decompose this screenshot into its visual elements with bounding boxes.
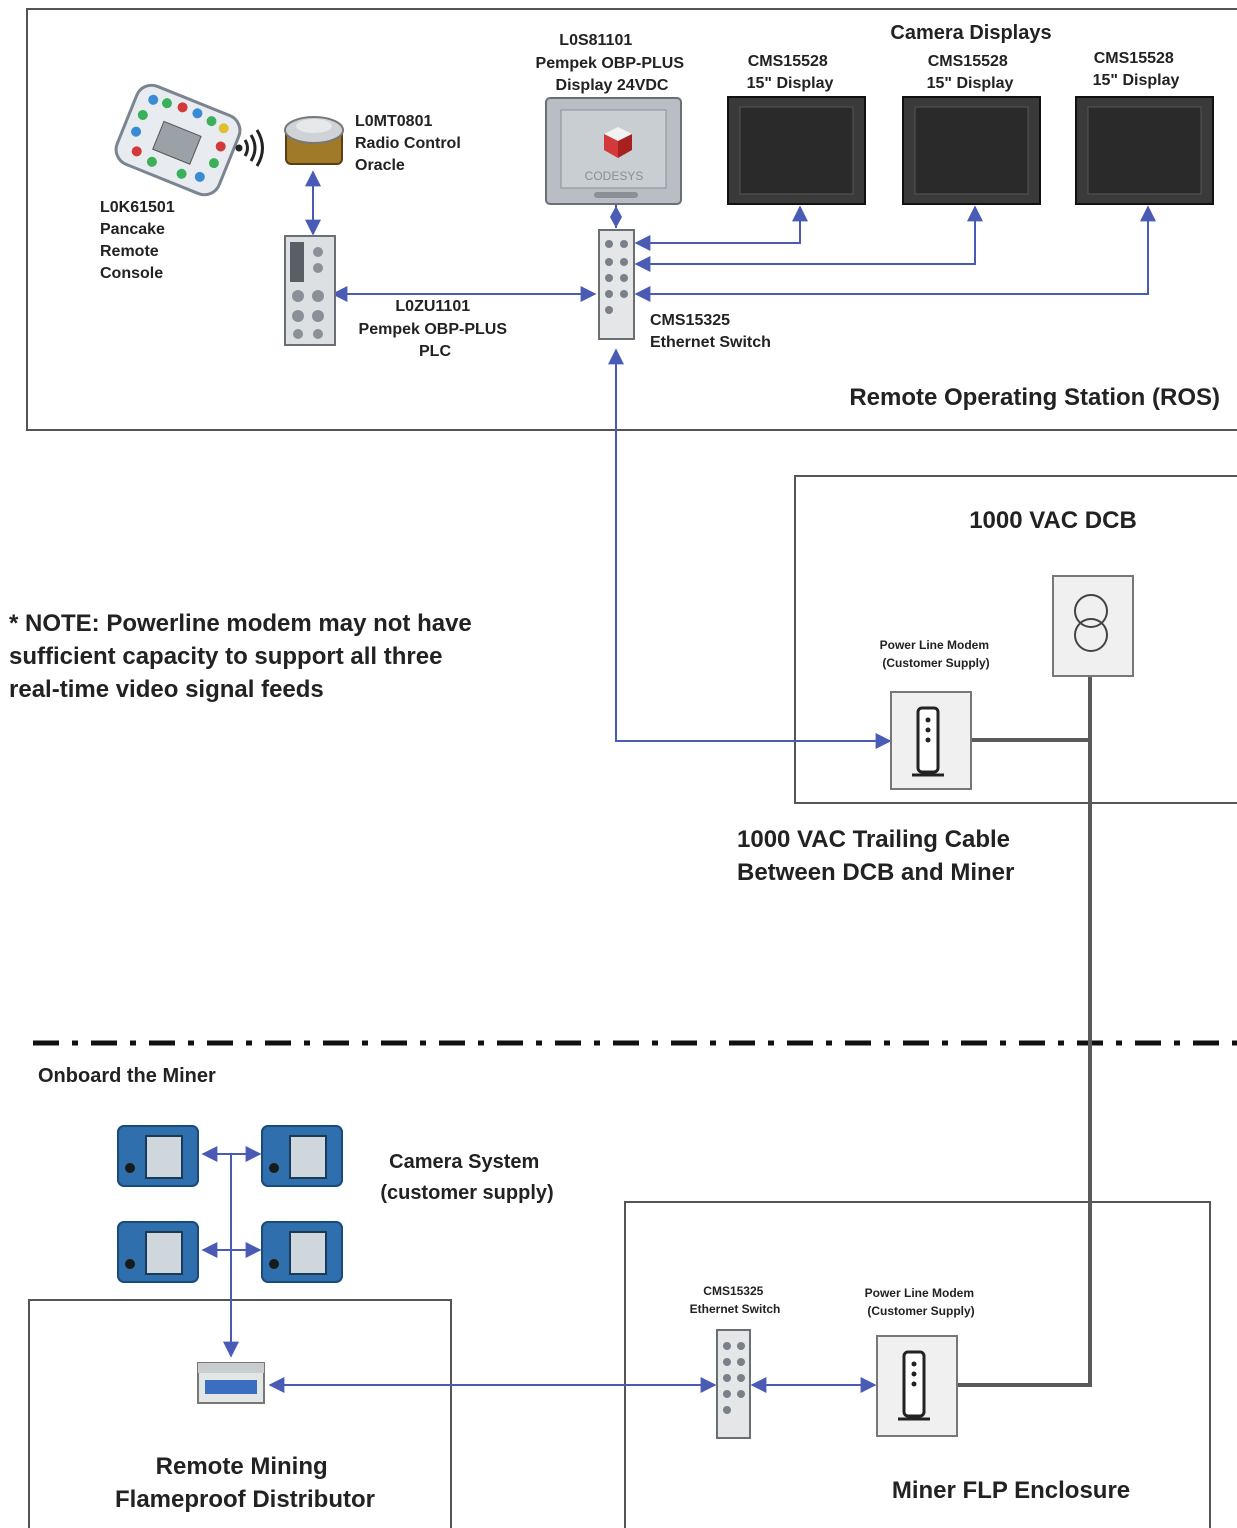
- link-switch-display2: [634, 205, 983, 272]
- camera-displays-heading: Camera Displays: [890, 22, 1051, 44]
- camera-display-2-icon: [902, 96, 1041, 205]
- trailing-cable-label: 1000 VAC Trailing Cable Between DCB and …: [737, 826, 1017, 886]
- camera-1-icon: [117, 1125, 199, 1187]
- camera-display-1-icon: [727, 96, 866, 205]
- radio-waves-icon: [235, 129, 264, 167]
- ros-switch-label: CMS15325 Ethernet Switch: [650, 312, 771, 351]
- link-switch-dcb-modem: [608, 348, 892, 749]
- obp-display-icon: CODESYS: [545, 97, 682, 205]
- camera-4-icon: [261, 1221, 343, 1283]
- console-label: L0K61501 Pancake Remote Console: [100, 199, 179, 282]
- link-switch-display3: [634, 205, 1156, 302]
- camera-display-3-icon: [1075, 96, 1214, 205]
- camera-system-label: Camera System (customer supply): [380, 1151, 553, 1204]
- plc-label: L0ZU1101 Pempek OBP-PLUS PLC: [359, 298, 512, 360]
- camera-2-icon: [261, 1125, 343, 1187]
- flp-section-title: Miner FLP Enclosure: [892, 1477, 1130, 1504]
- display-label: L0S81101 Pempek OBP-PLUS Display 24VDC: [536, 32, 689, 94]
- miner-modem-label: Power Line Modem (Customer Supply): [865, 1286, 978, 1318]
- plc-icon: [284, 235, 336, 346]
- dcb-modem-label: Power Line Modem (Customer Supply): [880, 638, 993, 670]
- onboard-section-title: Onboard the Miner: [38, 1065, 216, 1087]
- distributor-section-box: [28, 1299, 452, 1528]
- cam-display-2-label: CMS15528 15" Display: [927, 53, 1014, 92]
- display-screen-text: CODESYS: [585, 169, 644, 183]
- capacity-note: * NOTE: Powerline modem may not have suf…: [9, 610, 478, 703]
- dcb-modem-icon: [890, 691, 972, 790]
- flp-section-box: [624, 1201, 1211, 1528]
- camera-3-icon: [117, 1221, 199, 1283]
- transformer-icon: [1052, 575, 1134, 677]
- cam-display-3-label: CMS15528 15" Display: [1093, 50, 1180, 89]
- ros-section-title: Remote Operating Station (ROS): [849, 384, 1220, 411]
- link-switch-display1: [634, 205, 808, 251]
- distributor-unit-icon: [197, 1362, 265, 1404]
- dcb-section-title: 1000 VAC DCB: [969, 507, 1137, 534]
- miner-modem-icon: [876, 1335, 958, 1437]
- radio-label: L0MT0801 Radio Control Oracle: [355, 113, 465, 174]
- pancake-remote-console-icon: [114, 83, 242, 197]
- miner-switch-label: CMS15325 Ethernet Switch: [690, 1284, 781, 1316]
- ros-section-box: [26, 8, 1237, 431]
- power-trailing-cable: [958, 676, 1092, 1387]
- miner-ethernet-switch-icon: [716, 1329, 751, 1439]
- cam-display-1-label: CMS15528 15" Display: [747, 53, 834, 92]
- radio-control-oracle-icon: [284, 116, 344, 165]
- link-display-switch-diamond: [610, 206, 622, 228]
- distributor-section-title: Remote Mining Flameproof Distributor: [115, 1453, 375, 1513]
- ros-ethernet-switch-icon: [598, 229, 635, 340]
